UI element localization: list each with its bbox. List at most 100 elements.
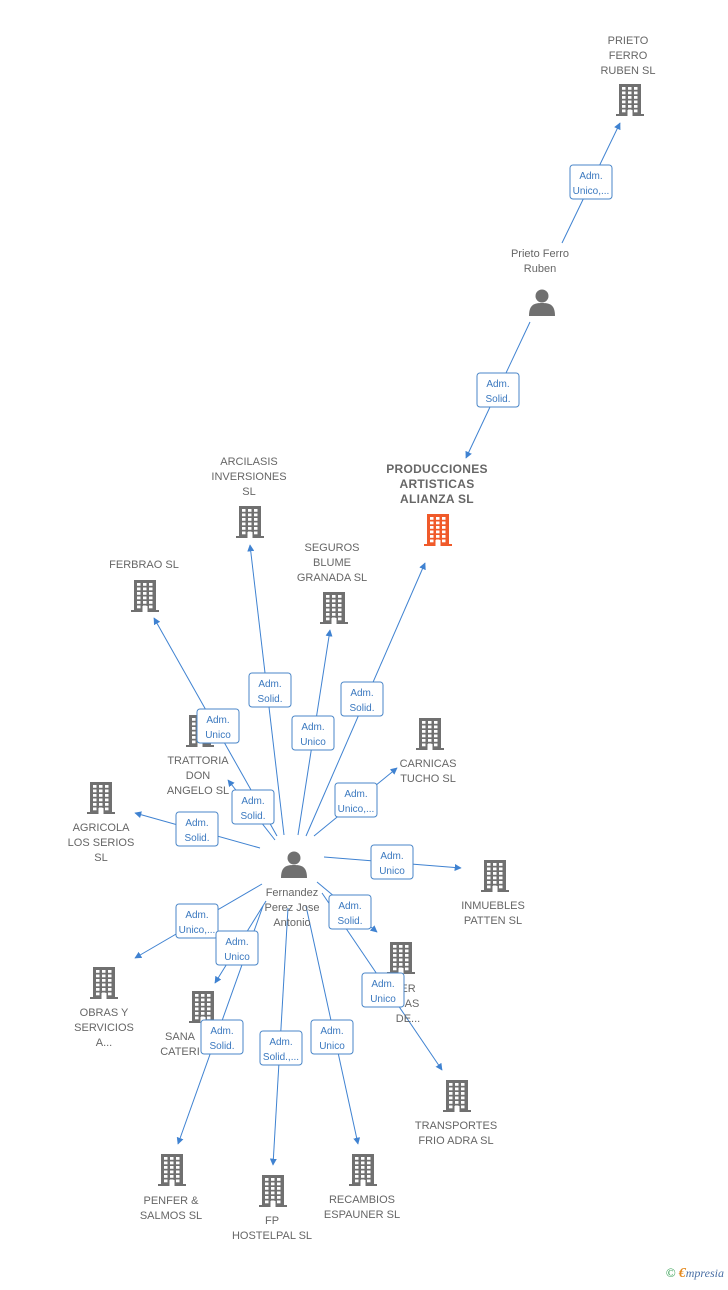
building-window [170, 1161, 174, 1165]
node-label-text: INMUEBLES [461, 900, 525, 912]
edge-label-recambios[interactable]: Adm.Unico [310, 1019, 354, 1055]
building-window [634, 100, 638, 104]
building-window [393, 958, 397, 962]
node-label-text: DON [186, 770, 211, 782]
edge-label-penfer[interactable]: Adm.Solid. [200, 1019, 244, 1055]
edge-label-agricola[interactable]: Adm.Solid. [175, 811, 219, 847]
building-window [487, 885, 491, 889]
node-label-text: Ruben [524, 263, 556, 275]
edge-label-prieto_ferro_ruben_sl[interactable]: Adm.Unico,... [569, 164, 613, 200]
edge-label-text: Adm. [241, 796, 264, 807]
building-window [242, 509, 246, 512]
building-window [634, 91, 638, 95]
building-window [105, 789, 109, 793]
building-icon [387, 942, 415, 974]
building-door [398, 968, 404, 974]
building-icon [90, 967, 118, 999]
empresia-brand[interactable]: ©€mpresia [666, 1265, 724, 1282]
building-window [277, 1191, 281, 1195]
building-window [102, 974, 106, 978]
edge-label-ferbrao[interactable]: Adm.Unico [196, 708, 240, 744]
building-window [93, 803, 97, 806]
building-window [192, 736, 196, 739]
edge-label-carnicas[interactable]: Adm.Unico,... [334, 782, 378, 818]
building-window [434, 721, 438, 724]
building-door [331, 618, 337, 624]
edge-label-obras[interactable]: Adm.Unico,... [175, 903, 219, 939]
building-window [487, 872, 491, 875]
edge-label-trattoria[interactable]: Adm.Solid. [231, 789, 275, 825]
edge-label-text: Adm. [371, 979, 394, 990]
edge-label-fp_hostelpal[interactable]: Adm.Solid.,... [259, 1030, 303, 1066]
building-window [422, 739, 426, 742]
building-window [434, 730, 438, 733]
building-window [338, 608, 342, 612]
edge-label-text: Unico [300, 737, 326, 748]
node-label-text: ESPAUNER SL [324, 1209, 400, 1221]
building-window [192, 731, 196, 735]
building-door [627, 110, 633, 116]
node-label-text: SEGUROS [304, 542, 359, 554]
edge-label-seguros[interactable]: Adm.Unico [291, 715, 335, 751]
building-window [207, 1016, 211, 1020]
building-icon [443, 1080, 471, 1112]
building-window [137, 592, 141, 595]
building-window [367, 1179, 371, 1183]
edge-label-producciones[interactable]: Adm.Solid. [476, 372, 520, 408]
company-node-penfer[interactable]: PENFER &SALMOS SL [140, 1154, 202, 1222]
person-icon [529, 289, 555, 316]
building-window [461, 1105, 465, 1109]
edge-label-transportes[interactable]: Adm.Unico [361, 972, 405, 1008]
building-window [176, 1166, 180, 1169]
company-node-obras[interactable]: OBRAS YSERVICIOSA... [74, 967, 134, 1049]
edge-label-sana[interactable]: Adm.Unico [215, 930, 259, 966]
building-window [248, 518, 252, 521]
building-window [436, 535, 440, 538]
building-window [170, 1170, 174, 1174]
edge-label-inmuebles[interactable]: Adm.Unico [370, 844, 414, 880]
building-window [430, 535, 434, 538]
person-icon [281, 851, 307, 878]
building-window [176, 1157, 180, 1160]
building-window [195, 994, 199, 997]
node-label-text: GRANADA SL [297, 572, 367, 584]
building-window [271, 1196, 275, 1199]
company-node-ferbrao[interactable]: FERBRAO SL [109, 559, 179, 612]
building-window [434, 743, 438, 747]
building-window [164, 1179, 168, 1183]
edge-label-er_cas[interactable]: Adm.Solid. [328, 894, 372, 930]
building-window [622, 109, 626, 113]
building-window [105, 803, 109, 806]
building-window [93, 794, 97, 797]
building-window [405, 945, 409, 948]
edge-label-arcilasis[interactable]: Adm.Solid. [248, 672, 292, 708]
edge-label-text: Unico,... [338, 804, 375, 815]
building-window [164, 1175, 168, 1178]
building-window [176, 1161, 180, 1165]
building-window [434, 739, 438, 742]
building-window [137, 605, 141, 609]
building-window [96, 970, 100, 973]
building-window [105, 785, 109, 788]
building-window [93, 785, 97, 788]
building-door [270, 1201, 276, 1207]
edge-label-producciones[interactable]: Adm.Solid. [340, 681, 384, 717]
building-icon [259, 1175, 287, 1207]
building-window [622, 100, 626, 104]
node-label-text: ALIANZA SL [400, 492, 474, 506]
building-icon [416, 718, 444, 750]
building-window [449, 1096, 453, 1100]
